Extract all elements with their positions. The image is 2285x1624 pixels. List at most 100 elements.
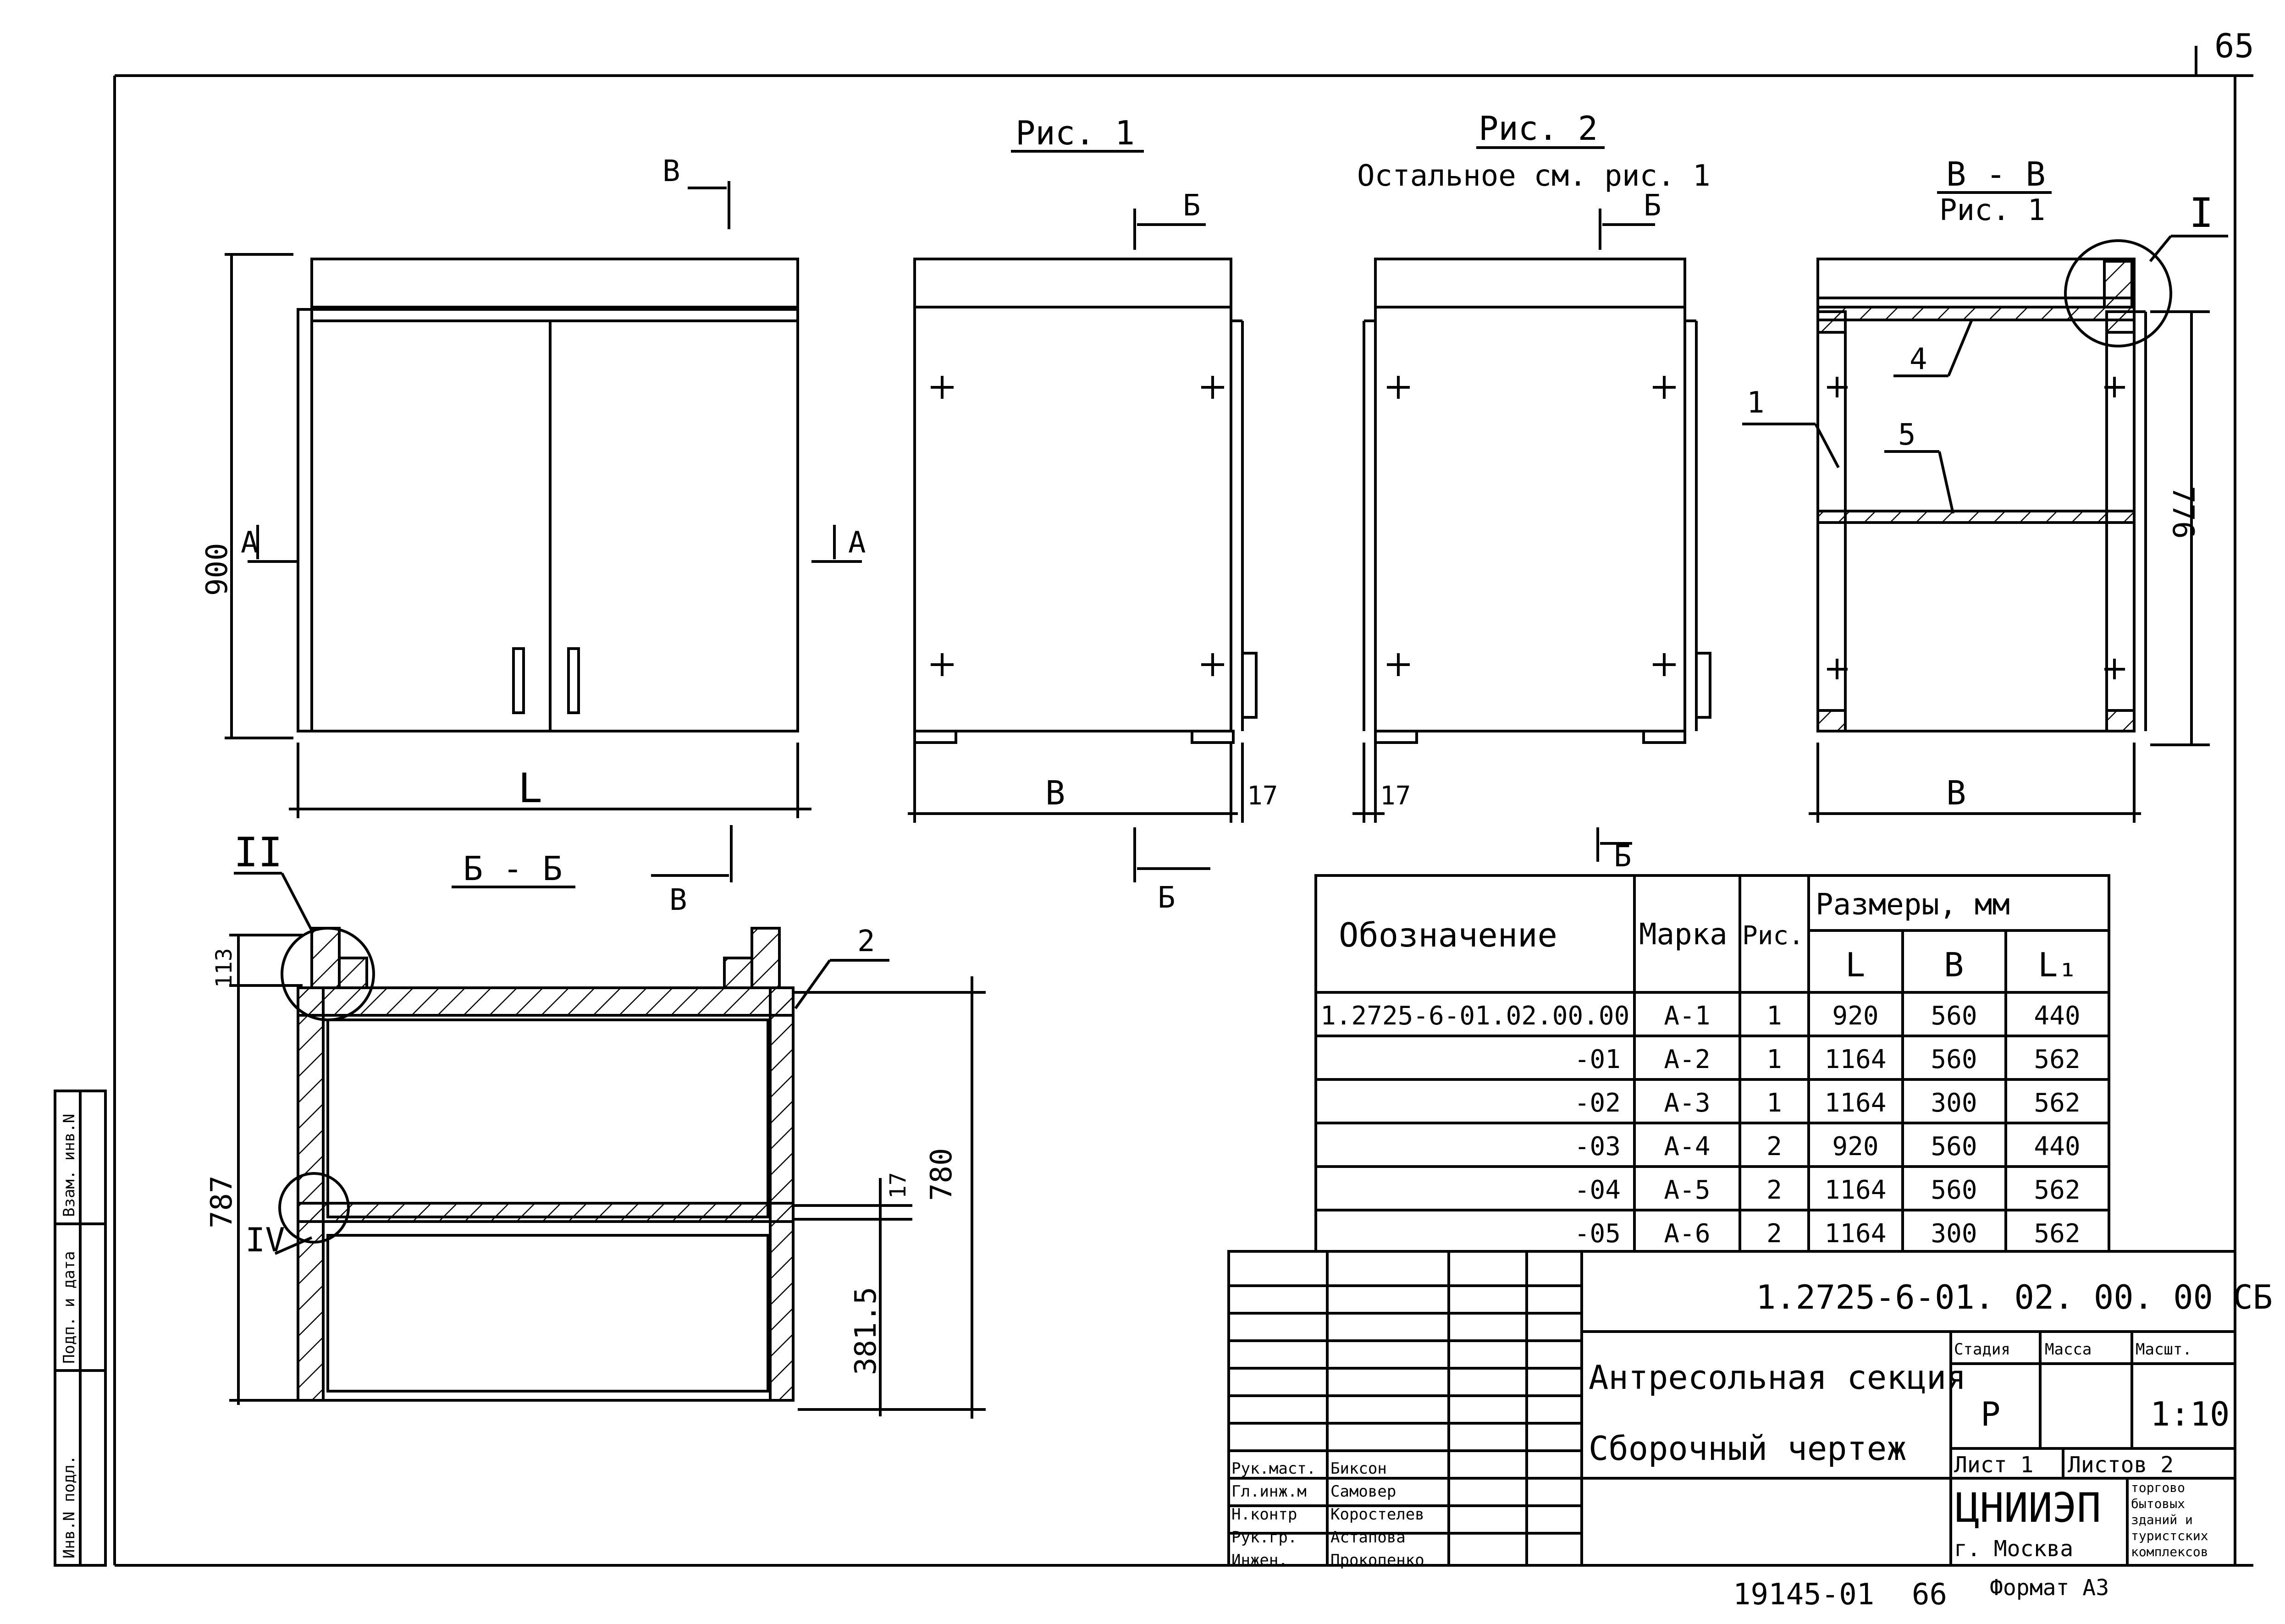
spec-B: 560: [1931, 1001, 1977, 1031]
mark-B-fig2-bottom: Б: [1614, 840, 1632, 874]
spec-L1: 562: [2034, 1219, 2080, 1249]
spec-fig: 1: [1766, 1001, 1782, 1031]
org-desc-4: туристских: [2131, 1528, 2208, 1543]
mark-A-right: А: [848, 526, 866, 560]
spec-designation: 1.2725-6-01.02.00.00: [1320, 1001, 1629, 1031]
dim-381-5: 381.5: [849, 1287, 883, 1375]
node-I: I: [2189, 189, 2213, 237]
scale-value: 1:10: [2150, 1395, 2230, 1433]
dim-113: 113: [211, 948, 237, 988]
title-line2: Сборочный чертеж: [1589, 1429, 1907, 1468]
spec-L: 1164: [1825, 1219, 1887, 1249]
spec-mark: А-6: [1664, 1219, 1710, 1249]
th-mark: Марка: [1639, 918, 1728, 952]
spec-L1: 562: [2034, 1045, 2080, 1074]
dim-17-fig2: 17: [1380, 781, 1411, 811]
spec-B: 560: [1931, 1175, 1977, 1205]
dim-17-fig1: 17: [1247, 781, 1278, 811]
stage-header: Стадия: [1954, 1340, 2010, 1359]
spec-L1: 440: [2034, 1132, 2080, 1162]
dim-B-vv: В: [1946, 774, 1966, 812]
spec-L: 1164: [1825, 1175, 1887, 1205]
dim-787: 787: [205, 1175, 239, 1228]
mark-A-left: А: [241, 526, 259, 560]
title-block-grid: [1227, 1250, 2236, 1567]
sheet-label: Лист 1: [1954, 1452, 2033, 1478]
section-bb: [278, 927, 795, 1402]
dim-L: L: [518, 765, 542, 812]
doc-code: 1.2725-6-01. 02. 00. 00 СБ: [1756, 1278, 2273, 1316]
spec-L: 920: [1832, 1001, 1878, 1031]
th-L: L: [1845, 946, 1865, 984]
title-line1: Антресольная секция: [1589, 1358, 1966, 1397]
org-desc-3: зданий и: [2131, 1512, 2193, 1527]
scale-header: Масшт.: [2136, 1340, 2192, 1359]
org-desc-5: комплексов: [2131, 1544, 2208, 1559]
th-designation: Обозначение: [1339, 916, 1557, 954]
stamp-vzam-inv: Взам. инв.N: [60, 1114, 78, 1217]
stamp-podp-data: Подп. и дата: [60, 1251, 78, 1364]
spec-L: 920: [1832, 1132, 1878, 1162]
spec-L1: 562: [2034, 1175, 2080, 1205]
spec-fig: 2: [1766, 1132, 1782, 1162]
spec-B: 300: [1931, 1088, 1977, 1118]
sheets-label: Листов 2: [2068, 1452, 2174, 1478]
format-label: Формат А3: [1990, 1575, 2109, 1601]
spec-L: 1164: [1825, 1045, 1887, 1074]
th-L1: L₁: [2038, 946, 2078, 984]
spec-fig: 2: [1766, 1175, 1782, 1205]
signature-role: Н.контр: [1231, 1505, 1297, 1524]
fig1-front-view: [297, 258, 799, 732]
th-B: B: [1944, 946, 1964, 984]
org-desc-1: торгово: [2131, 1480, 2185, 1495]
mark-B-fig2: Б: [1644, 189, 1661, 223]
stamp-inv-podl: Инв.N подл.: [60, 1455, 78, 1558]
spec-designation: -03: [1574, 1132, 1621, 1162]
signature-role: Рук.маст.: [1231, 1459, 1316, 1478]
archive-number: 19145-01: [1733, 1578, 1874, 1612]
spec-designation: -02: [1574, 1088, 1621, 1118]
signature-name: Коростелев: [1330, 1505, 1424, 1524]
fig1-label: Рис. 1: [1016, 114, 1135, 152]
section-vv: [1816, 239, 2172, 732]
node-II: II: [234, 829, 282, 876]
spec-mark: А-1: [1664, 1001, 1710, 1031]
org-desc-2: бытовых: [2131, 1496, 2185, 1511]
pos-4: 4: [1910, 342, 1927, 376]
th-fig: Рис.: [1742, 921, 1804, 951]
fig2-note: Остальное см. рис. 1: [1357, 159, 1711, 193]
pos-2: 2: [857, 925, 875, 958]
fig1-side-view: [913, 258, 1258, 744]
spec-mark: А-4: [1664, 1132, 1710, 1162]
fig2-label: Рис. 2: [1479, 109, 1598, 148]
dim-B-fig1: В: [1045, 774, 1065, 812]
section-bb-label: Б - Б: [463, 849, 563, 888]
spec-mark: А-3: [1664, 1088, 1710, 1118]
sheet-frame: [113, 46, 2253, 1567]
signature-name: Самовер: [1330, 1482, 1396, 1501]
spec-L1: 440: [2034, 1001, 2080, 1031]
org-city: г. Москва: [1954, 1536, 2073, 1562]
dim-17-bb: 17: [885, 1172, 911, 1199]
spec-L1: 562: [2034, 1088, 2080, 1118]
spec-designation: -01: [1574, 1045, 1621, 1074]
mass-header: Масса: [2045, 1340, 2092, 1359]
spec-L: 1164: [1825, 1088, 1887, 1118]
footer-page: 66: [1912, 1578, 1947, 1612]
mark-B-fig1-bottom: Б: [1158, 881, 1176, 915]
stage-value: Р: [1981, 1395, 2000, 1433]
spec-fig: 2: [1766, 1219, 1782, 1249]
mark-B-fig1: Б: [1183, 189, 1201, 223]
signature-role: Гл.инж.м: [1231, 1482, 1307, 1501]
mark-V-bb: В: [669, 883, 687, 917]
spec-B: 560: [1931, 1045, 1977, 1074]
mark-V-top: В: [662, 154, 680, 188]
fig2-side-view: [1363, 258, 1711, 744]
left-stamp: [54, 1090, 107, 1567]
page-number: 65: [2214, 27, 2254, 65]
pos-1: 1: [1747, 386, 1765, 420]
spec-fig: 1: [1766, 1045, 1782, 1074]
dim-776: 776: [2166, 486, 2200, 539]
